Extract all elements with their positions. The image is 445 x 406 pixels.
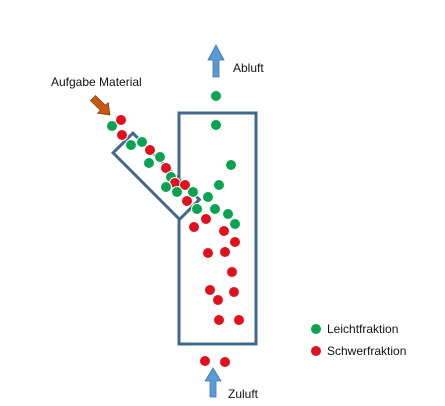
light-particle bbox=[136, 136, 148, 148]
heavy-particle bbox=[179, 179, 191, 191]
light-particle bbox=[213, 179, 225, 191]
light-particle bbox=[106, 120, 118, 132]
legend-heavy-label: Schwerfraktion bbox=[327, 344, 406, 358]
heavy-particle bbox=[204, 284, 216, 296]
legend: Leichtfraktion Schwerfraktion bbox=[310, 322, 406, 358]
light-particle bbox=[210, 119, 222, 131]
heavy-particle bbox=[228, 286, 240, 298]
feed-arrow-icon bbox=[89, 94, 111, 116]
legend-heavy-marker bbox=[310, 345, 322, 357]
light-particle bbox=[171, 186, 183, 198]
classifier-column bbox=[177, 111, 258, 346]
feed-label: Aufgabe Material bbox=[51, 75, 142, 89]
light-particle bbox=[187, 186, 199, 198]
light-particle bbox=[191, 203, 203, 215]
heavy-particle bbox=[218, 225, 230, 237]
legend-light-marker bbox=[310, 323, 322, 335]
heavy-particle bbox=[202, 247, 214, 259]
heavy-particle bbox=[233, 314, 245, 326]
light-particle bbox=[229, 218, 241, 230]
heavy-particle bbox=[212, 294, 224, 306]
heavy-particle bbox=[229, 236, 241, 248]
exhaust-arrow-icon bbox=[207, 44, 225, 78]
light-particle bbox=[143, 157, 155, 169]
light-particle bbox=[125, 139, 137, 151]
heavy-particle bbox=[213, 314, 225, 326]
heavy-particle bbox=[199, 355, 211, 367]
light-particle bbox=[202, 191, 214, 203]
light-particle bbox=[154, 151, 166, 163]
heavy-particle bbox=[219, 356, 231, 368]
heavy-particle bbox=[226, 266, 238, 278]
particles bbox=[106, 90, 245, 368]
heavy-particle bbox=[116, 129, 128, 141]
light-particle bbox=[222, 208, 234, 220]
light-particle bbox=[210, 90, 222, 102]
heavy-particle bbox=[160, 162, 172, 174]
heavy-particle bbox=[219, 246, 231, 258]
heavy-particle bbox=[200, 213, 212, 225]
heavy-particle bbox=[188, 221, 200, 233]
light-particle bbox=[209, 203, 221, 215]
heavy-particle bbox=[181, 195, 193, 207]
heavy-particle bbox=[115, 114, 127, 126]
supply-label: Zuluft bbox=[228, 387, 259, 401]
supply-arrow-icon bbox=[204, 367, 222, 398]
light-particle bbox=[160, 181, 172, 193]
light-particle bbox=[225, 159, 237, 171]
heavy-particle bbox=[144, 144, 156, 156]
exhaust-label: Abluft bbox=[233, 61, 264, 75]
legend-light-label: Leichtfraktion bbox=[327, 322, 398, 336]
